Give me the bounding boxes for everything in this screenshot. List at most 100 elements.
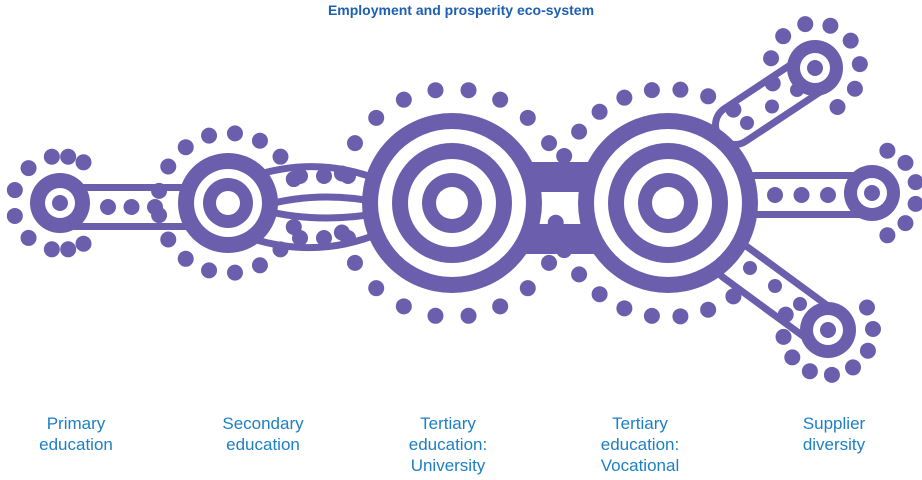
dot-university <box>541 254 558 271</box>
dot-secondary <box>160 231 177 248</box>
dot-supplier-bottom <box>858 299 875 316</box>
connector-dot <box>768 279 782 293</box>
dot-secondary <box>226 264 243 281</box>
dot-university <box>346 254 363 271</box>
dot-university <box>541 135 558 152</box>
label-tertiary-vocational: Tertiary education: Vocational <box>570 413 710 476</box>
dot-secondary <box>251 132 268 149</box>
dot-supplier-top <box>775 28 792 45</box>
dot-primary <box>60 241 77 258</box>
label-secondary-education: Secondary education <box>193 413 333 455</box>
dot-university <box>395 298 412 315</box>
dot-vocational <box>591 286 608 303</box>
dot-university <box>427 82 444 99</box>
connector-dot <box>793 297 807 311</box>
dot-supplier-top <box>763 50 780 67</box>
label-line: Tertiary <box>612 414 668 433</box>
dot-vocational <box>571 266 588 283</box>
dot-university <box>460 307 477 324</box>
dot-secondary <box>285 171 302 188</box>
dot-supplier-bottom <box>777 306 794 323</box>
dot-supplier-top <box>822 17 839 34</box>
circle-supplier-bottom-center <box>820 322 836 338</box>
dot-secondary <box>201 127 218 144</box>
dot-supplier-middle <box>907 195 922 212</box>
dot-university <box>333 165 350 182</box>
label-line: Secondary <box>222 414 304 433</box>
circle-university-center <box>436 187 468 219</box>
label-line: education: <box>408 435 488 454</box>
dot-vocational <box>547 175 564 192</box>
dot-primary <box>6 207 23 224</box>
diagram-title: Employment and prosperity eco-system <box>327 2 595 18</box>
dot-primary <box>6 182 23 199</box>
label-line: University <box>410 456 486 475</box>
dot-supplier-top <box>764 75 781 92</box>
dot-vocational <box>616 300 633 317</box>
dot-vocational <box>700 88 717 105</box>
dot-university <box>460 82 477 99</box>
label-line: diversity <box>802 435 866 454</box>
dot-supplier-bottom <box>801 363 818 380</box>
dot-secondary <box>285 218 302 235</box>
label-line: education <box>226 435 300 454</box>
dot-secondary <box>177 139 194 156</box>
dot-vocational <box>672 81 689 98</box>
dot-supplier-bottom <box>784 349 801 366</box>
label-line: education <box>39 435 113 454</box>
label-tertiary-university: Tertiary education: University <box>378 413 518 476</box>
label-line: Tertiary <box>420 414 476 433</box>
dot-supplier-middle <box>897 154 914 171</box>
dot-secondary <box>272 241 289 258</box>
dot-vocational <box>556 147 573 164</box>
dot-primary <box>43 148 60 165</box>
dot-vocational <box>643 82 660 99</box>
dot-vocational <box>672 308 689 325</box>
dot-secondary <box>177 250 194 267</box>
dot-primary <box>20 229 37 246</box>
circle-primary-center-dot <box>52 195 68 211</box>
dot-supplier-middle <box>897 215 914 232</box>
dot-secondary <box>251 257 268 274</box>
dot-vocational <box>547 214 564 231</box>
dot-vocational <box>725 288 742 305</box>
connector-dot <box>100 199 116 215</box>
dot-primary <box>43 241 60 258</box>
dot-university <box>519 109 536 126</box>
dot-supplier-bottom <box>823 366 840 383</box>
dot-supplier-bottom <box>845 359 862 376</box>
dot-university <box>492 298 509 315</box>
circle-vocational-center <box>652 187 684 219</box>
dot-supplier-top <box>829 98 846 115</box>
dot-university <box>427 307 444 324</box>
label-line: Primary <box>46 414 106 433</box>
dot-university <box>368 109 385 126</box>
connector-dot <box>123 199 140 215</box>
dot-supplier-top <box>797 16 814 33</box>
dot-vocational <box>616 89 633 106</box>
dot-supplier-middle <box>879 227 896 244</box>
connector-dot <box>793 187 810 203</box>
dot-university <box>492 91 509 108</box>
connector-dot <box>316 168 332 184</box>
dot-supplier-middle <box>879 142 896 159</box>
dot-supplier-top <box>846 80 863 97</box>
connector-dot <box>765 99 779 114</box>
connector-dot <box>740 116 754 130</box>
dot-vocational <box>700 301 717 318</box>
connector-dot <box>767 187 783 203</box>
dot-supplier-top <box>851 56 868 73</box>
connector-dot <box>743 261 757 275</box>
circle-supplier-middle-center <box>864 185 880 201</box>
dot-secondary <box>201 262 218 279</box>
label-line: Supplier <box>802 414 866 433</box>
dot-university <box>395 91 412 108</box>
dot-vocational <box>591 103 608 120</box>
label-primary-education: Primary education <box>6 413 146 455</box>
dot-secondary <box>151 182 168 199</box>
dot-primary <box>75 154 92 171</box>
circle-supplier-top-center <box>807 60 823 76</box>
dot-secondary <box>160 158 177 175</box>
connector-dot <box>316 230 332 246</box>
dot-secondary <box>226 125 243 142</box>
